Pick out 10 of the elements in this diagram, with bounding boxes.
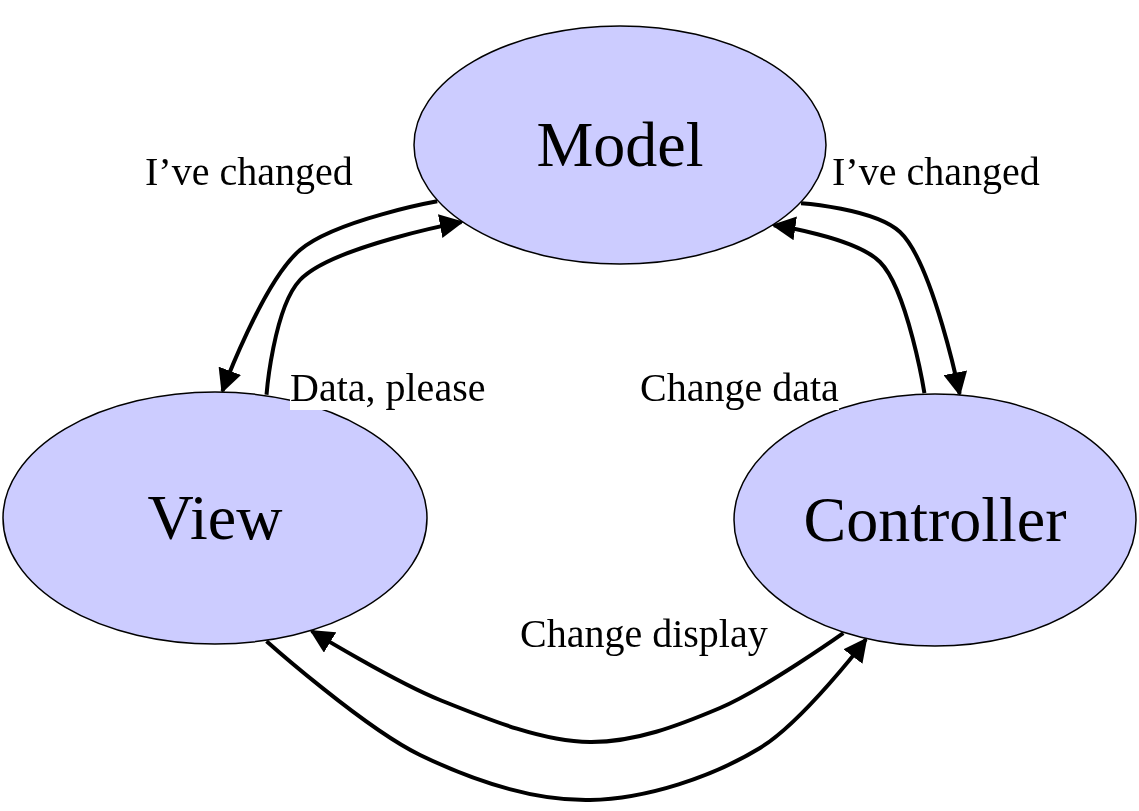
arrow	[264, 214, 464, 395]
node-label: Controller	[803, 483, 1067, 557]
ellipse-node	[413, 25, 827, 265]
arrow	[800, 201, 967, 397]
arrow	[309, 629, 845, 744]
arrow	[771, 216, 927, 394]
arrow	[265, 637, 868, 802]
arrow	[218, 199, 438, 394]
node-label: Model	[536, 108, 704, 182]
node-label: View	[147, 481, 283, 555]
